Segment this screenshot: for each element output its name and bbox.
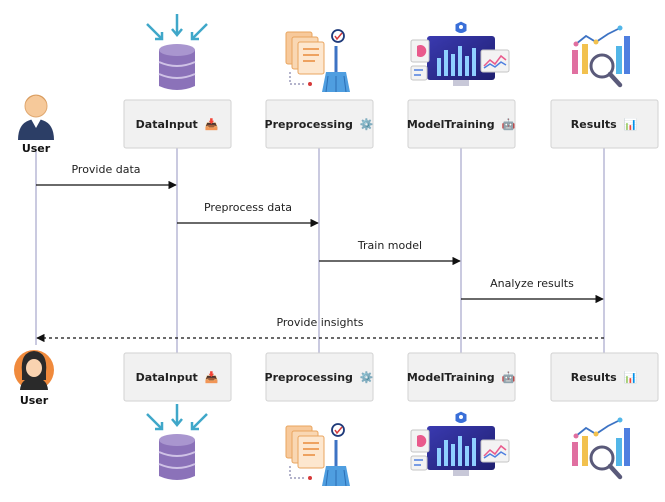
chart-magnifier-icon: [572, 25, 630, 88]
chart-magnifier-icon: [572, 417, 630, 480]
participant-emoji: 📥: [205, 118, 219, 131]
user-icon: [18, 94, 54, 140]
svg-text:DataInput 📥: DataInput 📥: [136, 371, 219, 384]
participant-label: ModelTraining: [407, 118, 495, 131]
message-provide-insights: Provide insights: [36, 316, 604, 343]
participant-emoji: ⚙️: [360, 371, 374, 384]
message-label: Analyze results: [490, 277, 574, 290]
participant-label: Results: [571, 371, 617, 384]
message-train-model: Train model: [319, 239, 461, 266]
svg-text:Preprocessing ⚙️: Preprocessing ⚙️: [265, 371, 374, 384]
message-label: Provide insights: [276, 316, 363, 329]
participant-box-preprocessing-top: Preprocessing ⚙️: [265, 99, 374, 149]
user-label-top: User: [22, 142, 51, 155]
message-analyze-results: Analyze results: [461, 277, 604, 304]
user-label-bottom: User: [20, 394, 49, 407]
participant-label: ModelTraining: [407, 371, 495, 384]
participant-box-data-input-top: DataInput 📥: [123, 99, 232, 149]
participant-label: Preprocessing: [265, 118, 353, 131]
participant-emoji: 🤖: [501, 118, 515, 131]
participant-label: Preprocessing: [265, 371, 353, 384]
participant-box-model-training-bottom: ModelTraining 🤖: [407, 352, 516, 402]
participant-emoji: 📊: [624, 118, 638, 131]
participant-label: DataInput: [136, 371, 198, 384]
documents-broom-icon: [285, 423, 350, 487]
participant-emoji: ⚙️: [360, 118, 374, 131]
message-preprocess-data: Preprocess data: [177, 201, 319, 228]
participant-box-model-training-top: ModelTraining 🤖: [407, 99, 516, 149]
svg-text:ModelTraining 🤖: ModelTraining 🤖: [407, 371, 516, 384]
participant-box-preprocessing-bottom: Preprocessing ⚙️: [265, 352, 374, 402]
database-icon: [146, 404, 208, 480]
participant-box-results-top: Results 📊: [550, 99, 659, 149]
message-provide-data: Provide data: [36, 163, 177, 190]
participant-emoji: 📊: [624, 371, 638, 384]
participant-box-results-bottom: Results 📊: [550, 352, 659, 402]
message-label: Train model: [357, 239, 422, 252]
dashboard-screen-icon: [410, 20, 510, 86]
documents-broom-icon: [285, 29, 350, 93]
svg-text:ModelTraining 🤖: ModelTraining 🤖: [407, 118, 516, 131]
message-label: Provide data: [71, 163, 140, 176]
user-actor-top: User: [18, 94, 54, 155]
dashboard-screen-icon: [410, 410, 510, 476]
message-label: Preprocess data: [204, 201, 292, 214]
participant-emoji: 📥: [205, 371, 219, 384]
svg-text:Results 📊: Results 📊: [571, 371, 638, 384]
svg-text:Preprocessing ⚙️: Preprocessing ⚙️: [265, 118, 374, 131]
user-female-icon: [14, 350, 54, 390]
svg-text:DataInput 📥: DataInput 📥: [136, 118, 219, 131]
participant-label: DataInput: [136, 118, 198, 131]
participant-emoji: 🤖: [501, 371, 515, 384]
user-actor-bottom: User: [14, 350, 54, 407]
participant-box-data-input-bottom: DataInput 📥: [123, 352, 232, 402]
database-icon: [146, 14, 208, 90]
svg-text:Results 📊: Results 📊: [571, 118, 638, 131]
participant-label: Results: [571, 118, 617, 131]
